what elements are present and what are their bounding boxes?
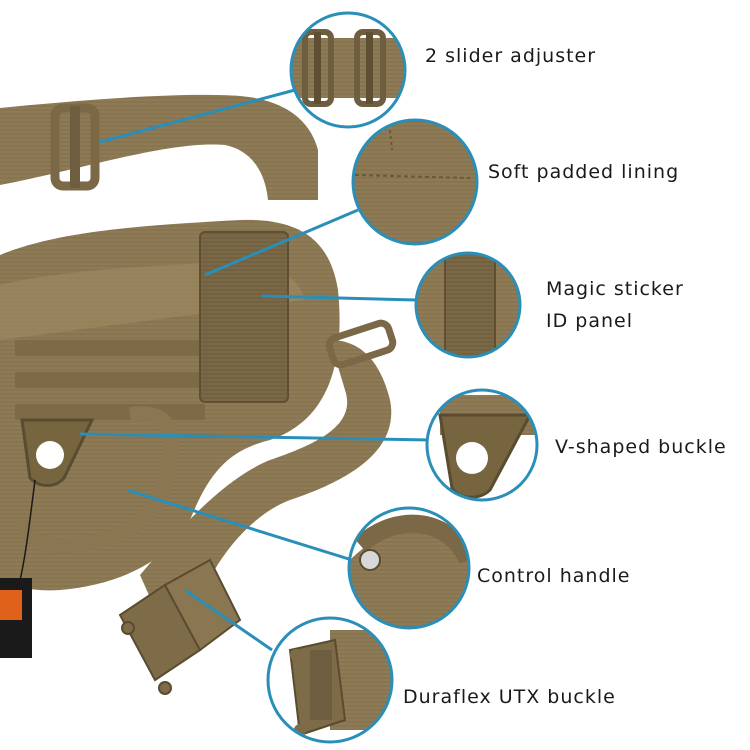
callout-lines	[79, 88, 431, 652]
label-id-panel-line1: Magic sticker	[546, 278, 684, 300]
slider-adjuster-detail-icon	[289, 11, 407, 129]
bottom-buckle	[118, 558, 242, 695]
handle-loop	[17, 406, 179, 554]
side-strap	[140, 340, 392, 620]
v-ring-detail-icon	[425, 388, 539, 502]
neck-strap	[0, 94, 318, 200]
label-slider-adjuster: 2 slider adjuster	[425, 45, 597, 67]
label-id-panel-line2: ID panel	[546, 310, 633, 332]
molle-webbing	[15, 340, 205, 420]
label-control-handle: Control handle	[477, 565, 631, 587]
hang-tag	[0, 479, 36, 658]
v-ring	[20, 418, 95, 487]
padded-lining-detail-icon	[351, 118, 479, 246]
dog-harness	[0, 94, 397, 695]
id-panel-detail-icon	[414, 251, 522, 359]
label-padded-lining: Soft padded lining	[488, 161, 680, 183]
side-release-buckle-detail-icon	[266, 616, 394, 744]
label-utx-buckle: Duraflex UTX buckle	[403, 686, 616, 708]
velcro-id-panel	[199, 231, 289, 403]
label-v-buckle: V-shaped buckle	[555, 436, 727, 458]
handle-detail-icon	[347, 506, 471, 630]
side-slider	[325, 319, 397, 369]
neck-slider-buckle	[50, 103, 100, 191]
